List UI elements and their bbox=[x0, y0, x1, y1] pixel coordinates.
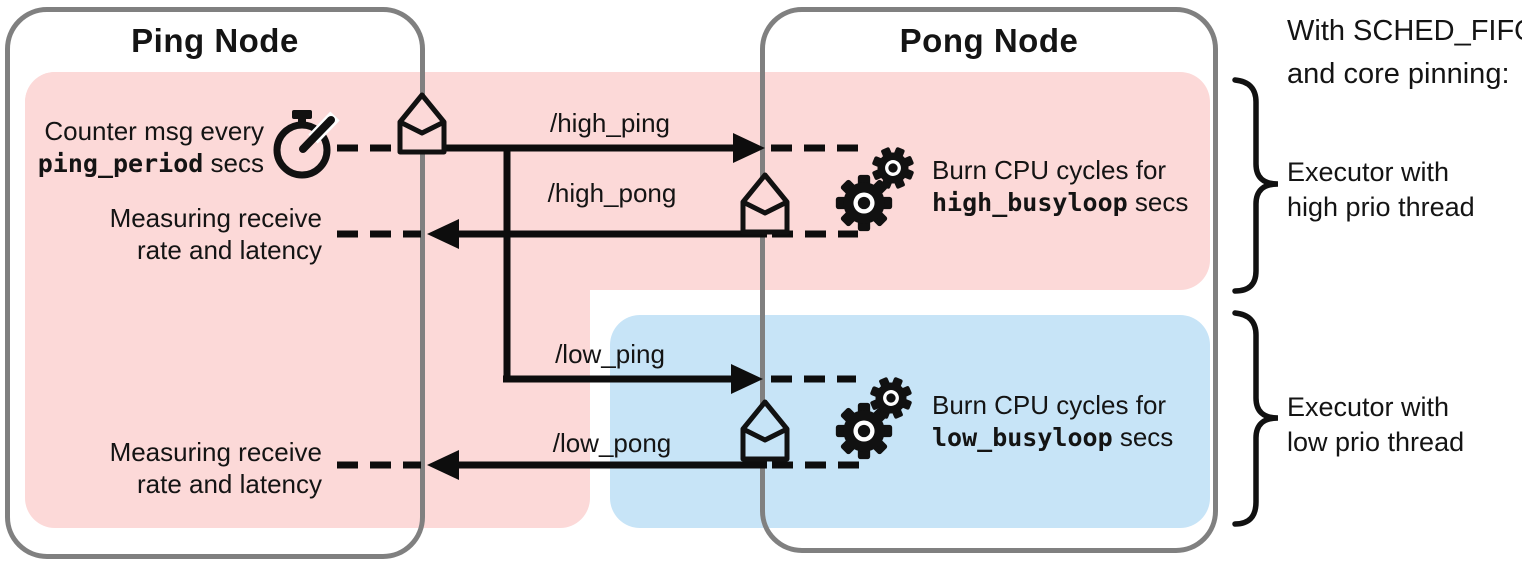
topic-label-low-ping: /low_ping bbox=[555, 339, 665, 369]
topic-label-low-pong: /low_pong bbox=[552, 428, 672, 458]
measure-low-caption: Measuring receive rate and latency bbox=[92, 436, 322, 500]
executor-low-line2: low prio thread bbox=[1287, 427, 1465, 457]
timer-caption-suffix: secs bbox=[203, 148, 264, 178]
timer-caption: Counter msg every ping_period secs bbox=[24, 115, 264, 180]
measure-high-line2: rate and latency bbox=[136, 235, 322, 265]
executor-high-annotation: Executor with high prio thread bbox=[1287, 155, 1475, 225]
sched-line2: and core pinning: bbox=[1287, 58, 1510, 90]
burn-high-caption: Burn CPU cycles for high_busyloop secs bbox=[932, 154, 1188, 219]
burn-high-line1: Burn CPU cycles for bbox=[932, 155, 1167, 185]
timer-caption-line2: ping_period secs bbox=[24, 147, 264, 180]
burn-low-line2: low_busyloop secs bbox=[932, 421, 1173, 454]
measure-low-line2: rate and latency bbox=[136, 469, 322, 499]
timer-param: ping_period bbox=[37, 149, 204, 178]
executor-high-line2: high prio thread bbox=[1287, 192, 1475, 222]
measure-low-line1: Measuring receive bbox=[109, 437, 322, 467]
timer-caption-line1: Counter msg every bbox=[44, 116, 264, 146]
burn-low-suffix: secs bbox=[1112, 422, 1174, 452]
brace-high-prio bbox=[1232, 77, 1279, 294]
burn-low-line1: Burn CPU cycles for bbox=[932, 390, 1167, 420]
burn-high-param: high_busyloop bbox=[932, 188, 1128, 217]
ping-node-title: Ping Node bbox=[131, 22, 299, 59]
executor-low-annotation: Executor with low prio thread bbox=[1287, 390, 1464, 460]
brace-low-prio bbox=[1232, 310, 1279, 527]
topic-label-high-ping: /high_ping bbox=[550, 108, 670, 138]
sched-line1: With SCHED_FIFO bbox=[1287, 15, 1522, 47]
high-prio-region-top bbox=[25, 72, 1210, 290]
pong-node-box bbox=[760, 7, 1218, 553]
burn-low-param: low_busyloop bbox=[932, 423, 1113, 452]
burn-high-line2: high_busyloop secs bbox=[932, 186, 1188, 219]
ping-node-box bbox=[5, 7, 425, 559]
measure-high-line1: Measuring receive bbox=[109, 203, 322, 233]
pong-node-title: Pong Node bbox=[899, 22, 1079, 59]
sched-annotation: With SCHED_FIFO and core pinning: bbox=[1287, 10, 1522, 96]
executor-low-line1: Executor with bbox=[1287, 392, 1450, 422]
burn-low-caption: Burn CPU cycles for low_busyloop secs bbox=[932, 389, 1173, 454]
burn-high-suffix: secs bbox=[1127, 187, 1189, 217]
executor-high-line1: Executor with bbox=[1287, 157, 1450, 187]
measure-high-caption: Measuring receive rate and latency bbox=[92, 202, 322, 266]
topic-label-high-pong: /high_pong bbox=[547, 178, 677, 208]
